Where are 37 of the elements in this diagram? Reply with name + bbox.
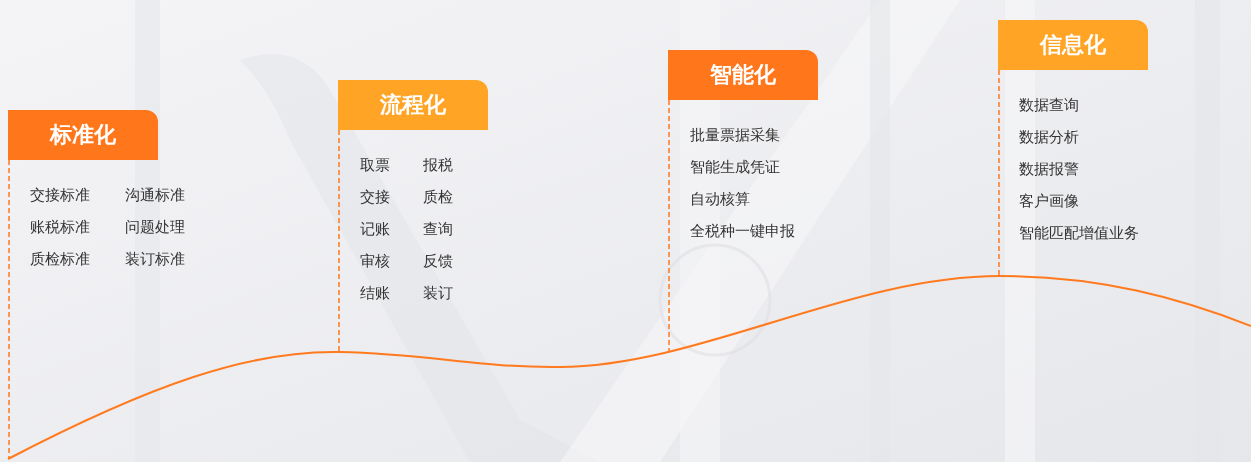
list-item: 反馈 <box>423 251 453 271</box>
list-item: 结账 <box>360 283 390 303</box>
dashed-leader-line <box>338 129 340 353</box>
list-item: 问题处理 <box>125 217 185 237</box>
stage-title: 信息化 <box>1040 31 1106 59</box>
list-item: 装订标准 <box>125 249 185 269</box>
list-item: 取票 <box>360 155 390 175</box>
list-item: 智能生成凭证 <box>690 157 780 177</box>
list-item: 全税种一键申报 <box>690 221 795 241</box>
list-item: 交接标准 <box>30 185 90 205</box>
stage-title: 流程化 <box>380 91 446 119</box>
list-item: 沟通标准 <box>125 185 185 205</box>
stage-title: 标准化 <box>50 121 116 149</box>
dashed-leader-line <box>668 99 670 353</box>
list-item: 批量票据采集 <box>690 125 780 145</box>
list-item: 智能匹配增值业务 <box>1019 223 1139 243</box>
list-item: 数据报警 <box>1019 159 1079 179</box>
list-item: 装订 <box>423 283 453 303</box>
list-item: 审核 <box>360 251 390 271</box>
list-item: 质检 <box>423 187 453 207</box>
stage-title: 智能化 <box>710 61 776 89</box>
list-item: 账税标准 <box>30 217 90 237</box>
dashed-leader-line <box>8 159 10 460</box>
stage-tab <box>8 110 158 160</box>
list-item: 报税 <box>423 155 453 175</box>
dashed-leader-line <box>998 69 1000 277</box>
stage-tab <box>338 80 488 130</box>
list-item: 交接 <box>360 187 390 207</box>
list-item: 数据查询 <box>1019 95 1079 115</box>
stage-tab <box>668 50 818 100</box>
list-item: 查询 <box>423 219 453 239</box>
list-item: 数据分析 <box>1019 127 1079 147</box>
list-item: 客户画像 <box>1019 191 1079 211</box>
stage-tab <box>998 20 1148 70</box>
list-item: 记账 <box>360 219 390 239</box>
list-item: 质检标准 <box>30 249 90 269</box>
list-item: 自动核算 <box>690 189 750 209</box>
